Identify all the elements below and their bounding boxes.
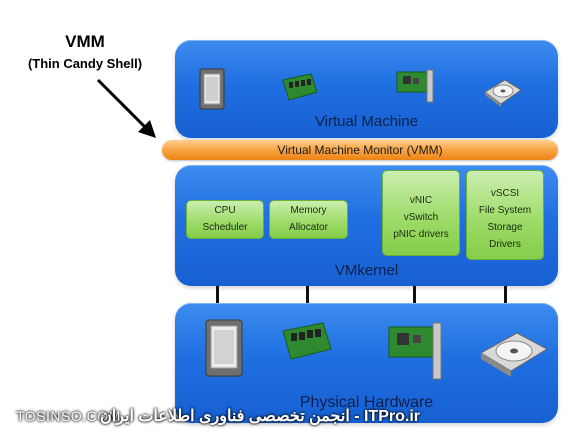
- connector-line: [504, 286, 507, 303]
- network-vswitch-label: vSwitch: [403, 212, 439, 223]
- memory-allocator-box: Memory Allocator: [269, 200, 348, 239]
- network-stack-box: vNIC vSwitch pNIC drivers: [382, 170, 460, 256]
- physical-hardware-panel: Physical Hardware: [175, 303, 558, 423]
- nic-icon: [388, 322, 442, 380]
- vmm-annotation-subtitle: (Thin Candy Shell): [27, 56, 143, 71]
- virtual-machine-panel: Virtual Machine: [175, 40, 558, 138]
- vmkernel-panel: CPU Scheduler Memory Allocator vNIC vSwi…: [175, 165, 558, 286]
- vmm-annotation: VMM (Thin Candy Shell): [20, 32, 150, 71]
- cpu-scheduler-line1: CPU: [214, 205, 236, 216]
- cpu-icon: [205, 319, 243, 377]
- network-vnic-label: vNIC: [409, 195, 433, 206]
- memory-icon: [282, 322, 332, 360]
- cpu-scheduler-line2: Scheduler: [202, 222, 248, 233]
- footer-watermark: TOSINSO.COM ITPro.ir - انجمن تخصصی فناور…: [0, 408, 579, 438]
- footer-right-text: ITPro.ir - انجمن تخصصی فناوری اطلاعات ای…: [100, 408, 420, 425]
- connector-line: [413, 286, 416, 303]
- vmm-bar: Virtual Machine Monitor (VMM): [162, 140, 558, 160]
- storage-file-system-label: File System: [478, 205, 532, 216]
- nic-icon: [396, 69, 434, 103]
- vmm-annotation-title: VMM: [65, 32, 105, 51]
- memory-icon: [282, 73, 318, 101]
- connector-line: [216, 286, 219, 303]
- cpu-icon: [199, 68, 225, 110]
- disk-icon: [480, 332, 549, 377]
- arrow-icon: [96, 78, 156, 138]
- storage-vscsi-label: vSCSI: [490, 188, 520, 199]
- memory-allocator-line2: Allocator: [289, 222, 328, 233]
- cpu-scheduler-box: CPU Scheduler: [186, 200, 264, 239]
- connector-line: [306, 286, 309, 303]
- memory-allocator-line1: Memory: [290, 205, 327, 216]
- storage-label: Storage: [487, 222, 523, 233]
- storage-drivers-label: Drivers: [489, 239, 521, 250]
- storage-stack-box: vSCSI File System Storage Drivers: [466, 170, 544, 260]
- virtual-machine-label: Virtual Machine: [314, 113, 419, 130]
- network-pnic-drivers-label: pNIC drivers: [393, 229, 449, 240]
- vmkernel-label: VMkernel: [334, 262, 399, 279]
- footer-left-text: TOSINSO.COM: [16, 408, 121, 424]
- physical-hardware-label: Physical Hardware: [299, 394, 434, 411]
- disk-icon: [484, 79, 522, 107]
